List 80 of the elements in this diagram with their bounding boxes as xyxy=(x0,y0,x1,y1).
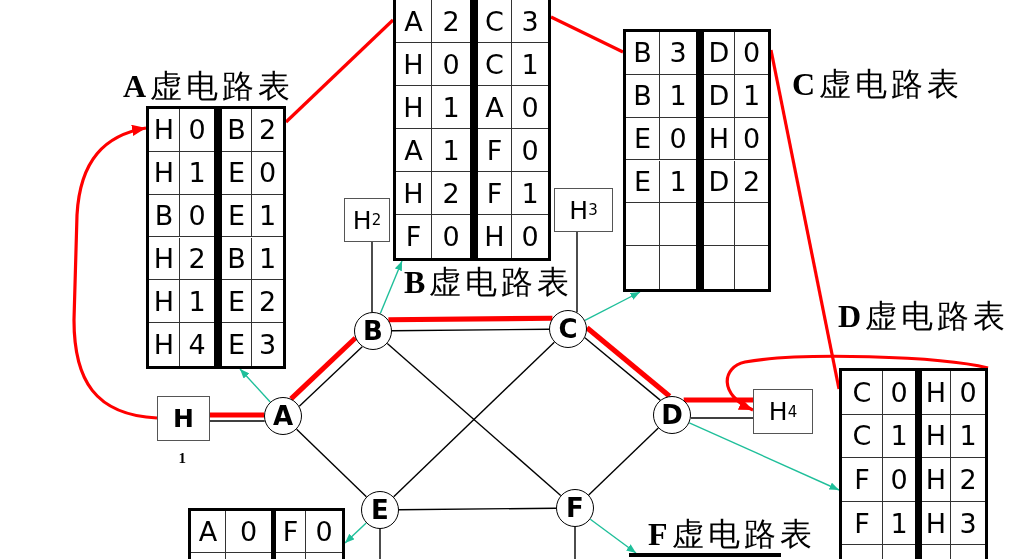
link-line xyxy=(398,507,557,511)
node-circle: C xyxy=(549,310,587,348)
table-title: D虚电路表 xyxy=(838,298,1010,334)
link-line xyxy=(576,231,578,313)
table-cell: C xyxy=(478,43,512,86)
table-title: F虚电路表 xyxy=(648,516,816,552)
node-circle: E xyxy=(361,491,399,529)
node-circle: B xyxy=(354,312,392,350)
table-cell: H xyxy=(149,151,180,195)
table-cell: B xyxy=(222,237,252,281)
table-cell: F xyxy=(276,511,306,553)
table-cell: H xyxy=(149,237,180,281)
table-cell: B xyxy=(149,194,180,238)
host-name: H xyxy=(173,406,194,431)
link-line xyxy=(295,428,368,498)
table-cell: A xyxy=(396,0,432,43)
table-cell: H xyxy=(396,43,432,86)
table-title: C虚电路表 xyxy=(792,66,964,102)
table-cell: H xyxy=(149,109,180,152)
table-cell: C xyxy=(842,414,883,459)
link-line xyxy=(574,526,576,559)
table-cell: E xyxy=(626,117,660,161)
curved-arrow xyxy=(72,125,158,420)
link-line xyxy=(379,528,381,559)
link-line xyxy=(584,337,661,401)
table-cell: H xyxy=(922,414,951,459)
table-cell: H xyxy=(922,501,951,546)
table-cell: E xyxy=(222,194,252,238)
table-cell: B xyxy=(626,74,660,118)
pointer-arrow xyxy=(688,422,840,491)
link-line xyxy=(391,328,550,332)
table-cell: E xyxy=(222,151,252,195)
host-number: 1 xyxy=(178,450,186,466)
table-cell: F xyxy=(478,129,512,172)
link-line xyxy=(690,417,754,419)
node-circle: D xyxy=(653,396,691,434)
table-cell: D xyxy=(704,32,735,75)
connector-line xyxy=(769,49,841,390)
table-cell: H xyxy=(704,117,735,161)
table-cell: D xyxy=(704,160,735,204)
table-cell: F xyxy=(478,172,512,215)
table-cell: H xyxy=(396,172,432,215)
node-circle: A xyxy=(264,397,302,435)
link-line xyxy=(371,241,373,313)
pointer-arrow xyxy=(379,260,403,315)
link-line xyxy=(588,427,659,496)
pointer-arrow xyxy=(344,522,367,544)
table-cell: B xyxy=(222,109,252,152)
table-cell: H xyxy=(149,280,180,324)
table-cell: F xyxy=(842,501,883,546)
link-line xyxy=(209,420,266,422)
pointer-arrow xyxy=(589,518,637,554)
table-cell: F xyxy=(842,458,883,502)
table-cell: C xyxy=(842,371,883,415)
table-title: B虚电路表 xyxy=(404,264,574,300)
table-cell: D xyxy=(704,74,735,118)
table-cell: A xyxy=(191,511,226,553)
pointer-arrow xyxy=(239,368,271,403)
table-cell: E xyxy=(222,280,252,324)
table-cell: E xyxy=(626,160,660,204)
route-line xyxy=(683,397,753,403)
table-title: A虚电路表 xyxy=(123,68,295,104)
node-circle: F xyxy=(556,489,594,527)
route-line xyxy=(210,412,264,418)
pointer-arrow xyxy=(584,291,641,321)
connector-line xyxy=(550,15,624,54)
table-cell: A xyxy=(478,86,512,129)
route-line xyxy=(289,336,358,401)
table-cell: B xyxy=(626,32,660,75)
route-line xyxy=(388,315,553,323)
table-cell: H xyxy=(922,458,951,502)
link-line xyxy=(298,346,363,407)
virtual-circuit-table xyxy=(188,508,345,559)
table-cell: A xyxy=(396,129,432,172)
table-cell: H xyxy=(396,86,432,129)
curved-arrow xyxy=(725,354,989,412)
table-cell: H xyxy=(922,371,951,415)
connector-line xyxy=(284,18,395,124)
route-line xyxy=(585,325,672,399)
table-cell: C xyxy=(478,0,512,43)
